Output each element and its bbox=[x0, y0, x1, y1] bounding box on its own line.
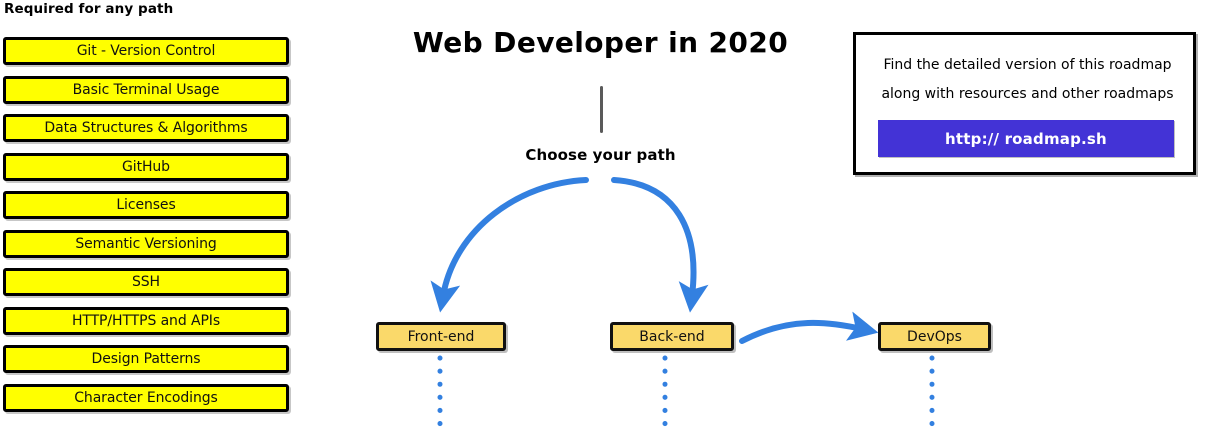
required-item-label: Licenses bbox=[116, 197, 176, 213]
required-item-label: Design Patterns bbox=[91, 351, 201, 367]
path-box-label: Front-end bbox=[407, 328, 475, 345]
required-item-licenses[interactable]: Licenses bbox=[3, 191, 289, 219]
title-stem-connector bbox=[600, 86, 603, 133]
required-item-data-structures-algorithms[interactable]: Data Structures & Algorithms bbox=[3, 114, 289, 142]
path-box-backend[interactable]: Back-end bbox=[610, 322, 734, 351]
required-item-basic-terminal-usage[interactable]: Basic Terminal Usage bbox=[3, 75, 289, 104]
required-item-character-encodings[interactable]: Character Encodings bbox=[3, 383, 289, 412]
path-box-devops[interactable]: DevOps bbox=[878, 322, 991, 351]
arrow-to-frontend bbox=[430, 177, 589, 313]
required-item-label: HTTP/HTTPS and APIs bbox=[71, 312, 221, 329]
required-item-label: Semantic Versioning bbox=[75, 235, 217, 252]
required-items-list: Git - Version Control Basic Terminal Usa… bbox=[3, 37, 289, 422]
path-box-label: Back-end bbox=[639, 328, 705, 345]
info-card: Find the detailed version of this roadma… bbox=[853, 32, 1196, 175]
required-item-semantic-versioning[interactable]: Semantic Versioning bbox=[3, 229, 289, 258]
choose-path-text: Choose your path bbox=[525, 146, 676, 164]
info-card-line-2: along with resources and other roadmaps bbox=[881, 86, 1174, 102]
arrow-to-backend bbox=[611, 177, 709, 313]
required-for-any-path-section: Required for any path Git - Version Cont… bbox=[0, 0, 300, 436]
page-title-text: Web Developer in 2020 bbox=[412, 26, 789, 59]
required-item-github[interactable]: GitHub bbox=[3, 152, 289, 181]
required-item-ssh[interactable]: SSH bbox=[3, 268, 289, 296]
required-item-label: Data Structures & Algorithms bbox=[44, 120, 248, 136]
required-item-label: SSH bbox=[131, 274, 160, 290]
arrow-backend-to-devops bbox=[739, 311, 879, 344]
required-section-heading: Required for any path bbox=[4, 1, 174, 17]
required-item-label: Git - Version Control bbox=[76, 43, 216, 59]
required-item-git-version-control[interactable]: Git - Version Control bbox=[3, 37, 289, 65]
required-item-label: Character Encodings bbox=[74, 389, 218, 406]
required-item-design-patterns[interactable]: Design Patterns bbox=[3, 345, 289, 373]
required-item-label: GitHub bbox=[122, 158, 170, 175]
path-box-label: DevOps bbox=[907, 328, 962, 345]
required-item-label: Basic Terminal Usage bbox=[72, 81, 220, 98]
roadmap-url-button[interactable]: http:// roadmap.sh bbox=[878, 120, 1174, 157]
roadmap-url-label: http:// roadmap.sh bbox=[945, 129, 1107, 148]
path-box-frontend[interactable]: Front-end bbox=[376, 322, 506, 351]
required-item-http-https-and-apis[interactable]: HTTP/HTTPS and APIs bbox=[3, 306, 289, 335]
info-card-line-1: Find the detailed version of this roadma… bbox=[883, 57, 1172, 73]
